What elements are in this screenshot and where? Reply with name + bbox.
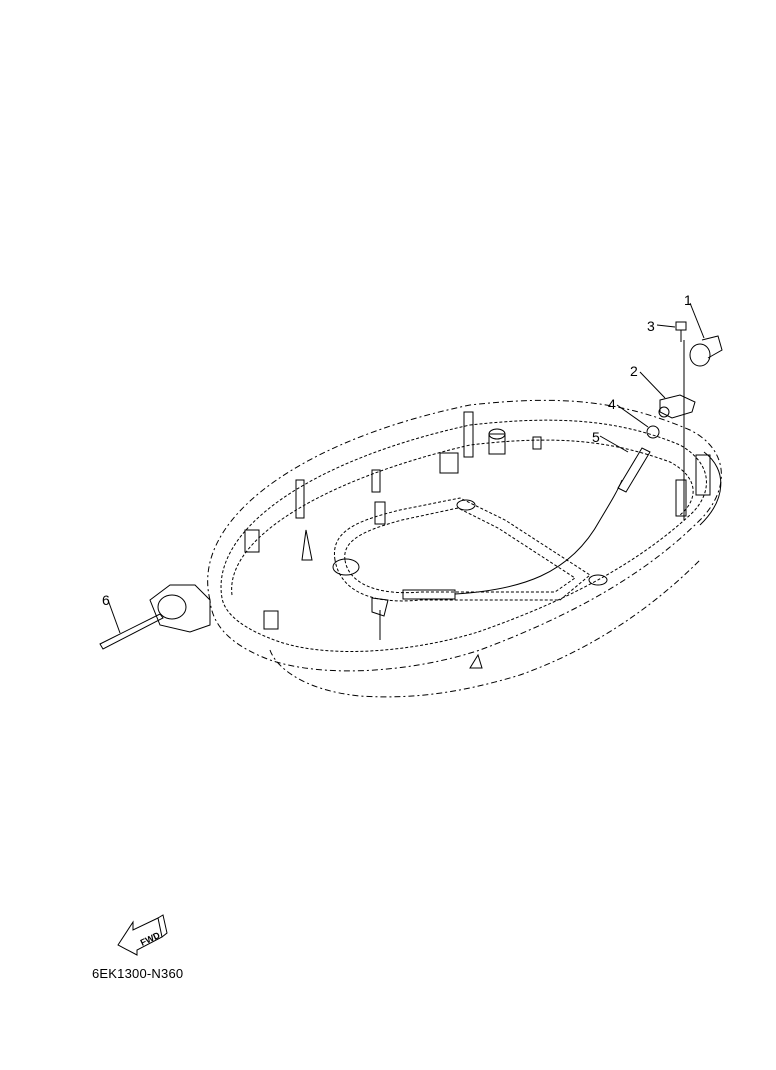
part-5-spring: [617, 447, 651, 493]
grommet: [157, 594, 187, 620]
rear-post: [695, 454, 711, 496]
grommet-housing: [149, 584, 211, 633]
bracket-hub: [658, 406, 670, 418]
part-6-rod: [99, 613, 164, 650]
boss-body: [488, 433, 506, 455]
callout-4[interactable]: 4: [608, 396, 616, 412]
leader-4: [616, 404, 649, 428]
leader-5: [599, 435, 629, 453]
gasket-frame-inner: [344, 507, 576, 594]
mount-boss: [332, 558, 360, 576]
pin: [532, 436, 542, 450]
cable-spring-lower: [402, 589, 456, 600]
boss: [263, 610, 279, 630]
cowling-bottom-skirt: [269, 559, 701, 698]
cowling-ledge: [231, 439, 694, 596]
post: [371, 469, 381, 493]
cable: [454, 479, 623, 595]
gasket-frame: [333, 497, 591, 602]
leader-2: [639, 371, 666, 399]
callout-3[interactable]: 3: [647, 318, 655, 334]
hole: [456, 499, 476, 511]
callout-1[interactable]: 1: [684, 292, 692, 308]
boss: [439, 452, 459, 474]
rib: [301, 529, 313, 561]
post: [374, 501, 386, 525]
leader-3: [656, 324, 676, 328]
post: [244, 529, 260, 553]
fwd-arrow-icon: FWD: [117, 914, 168, 956]
fwd-label: FWD: [139, 930, 162, 948]
post: [295, 479, 305, 519]
leader-6: [107, 599, 121, 634]
cowling-inner-rim: [220, 419, 707, 652]
post: [463, 411, 474, 458]
cowling-outer-edge: [207, 399, 722, 672]
sensor-connector: [701, 335, 723, 359]
rear-post: [675, 479, 687, 517]
part-3-bolt-head: [675, 321, 687, 331]
hole: [588, 574, 608, 586]
callout-2[interactable]: 2: [630, 363, 638, 379]
part-2-bracket: [659, 394, 696, 419]
part-4-nut: [646, 425, 660, 439]
callout-5[interactable]: 5: [592, 429, 600, 445]
mark: [469, 653, 483, 669]
part-1-sensor: [689, 343, 711, 367]
clip: [371, 597, 389, 617]
leader-1: [689, 302, 705, 339]
callout-6[interactable]: 6: [102, 592, 110, 608]
diagram-code: 6EK1300-N360: [92, 966, 184, 981]
